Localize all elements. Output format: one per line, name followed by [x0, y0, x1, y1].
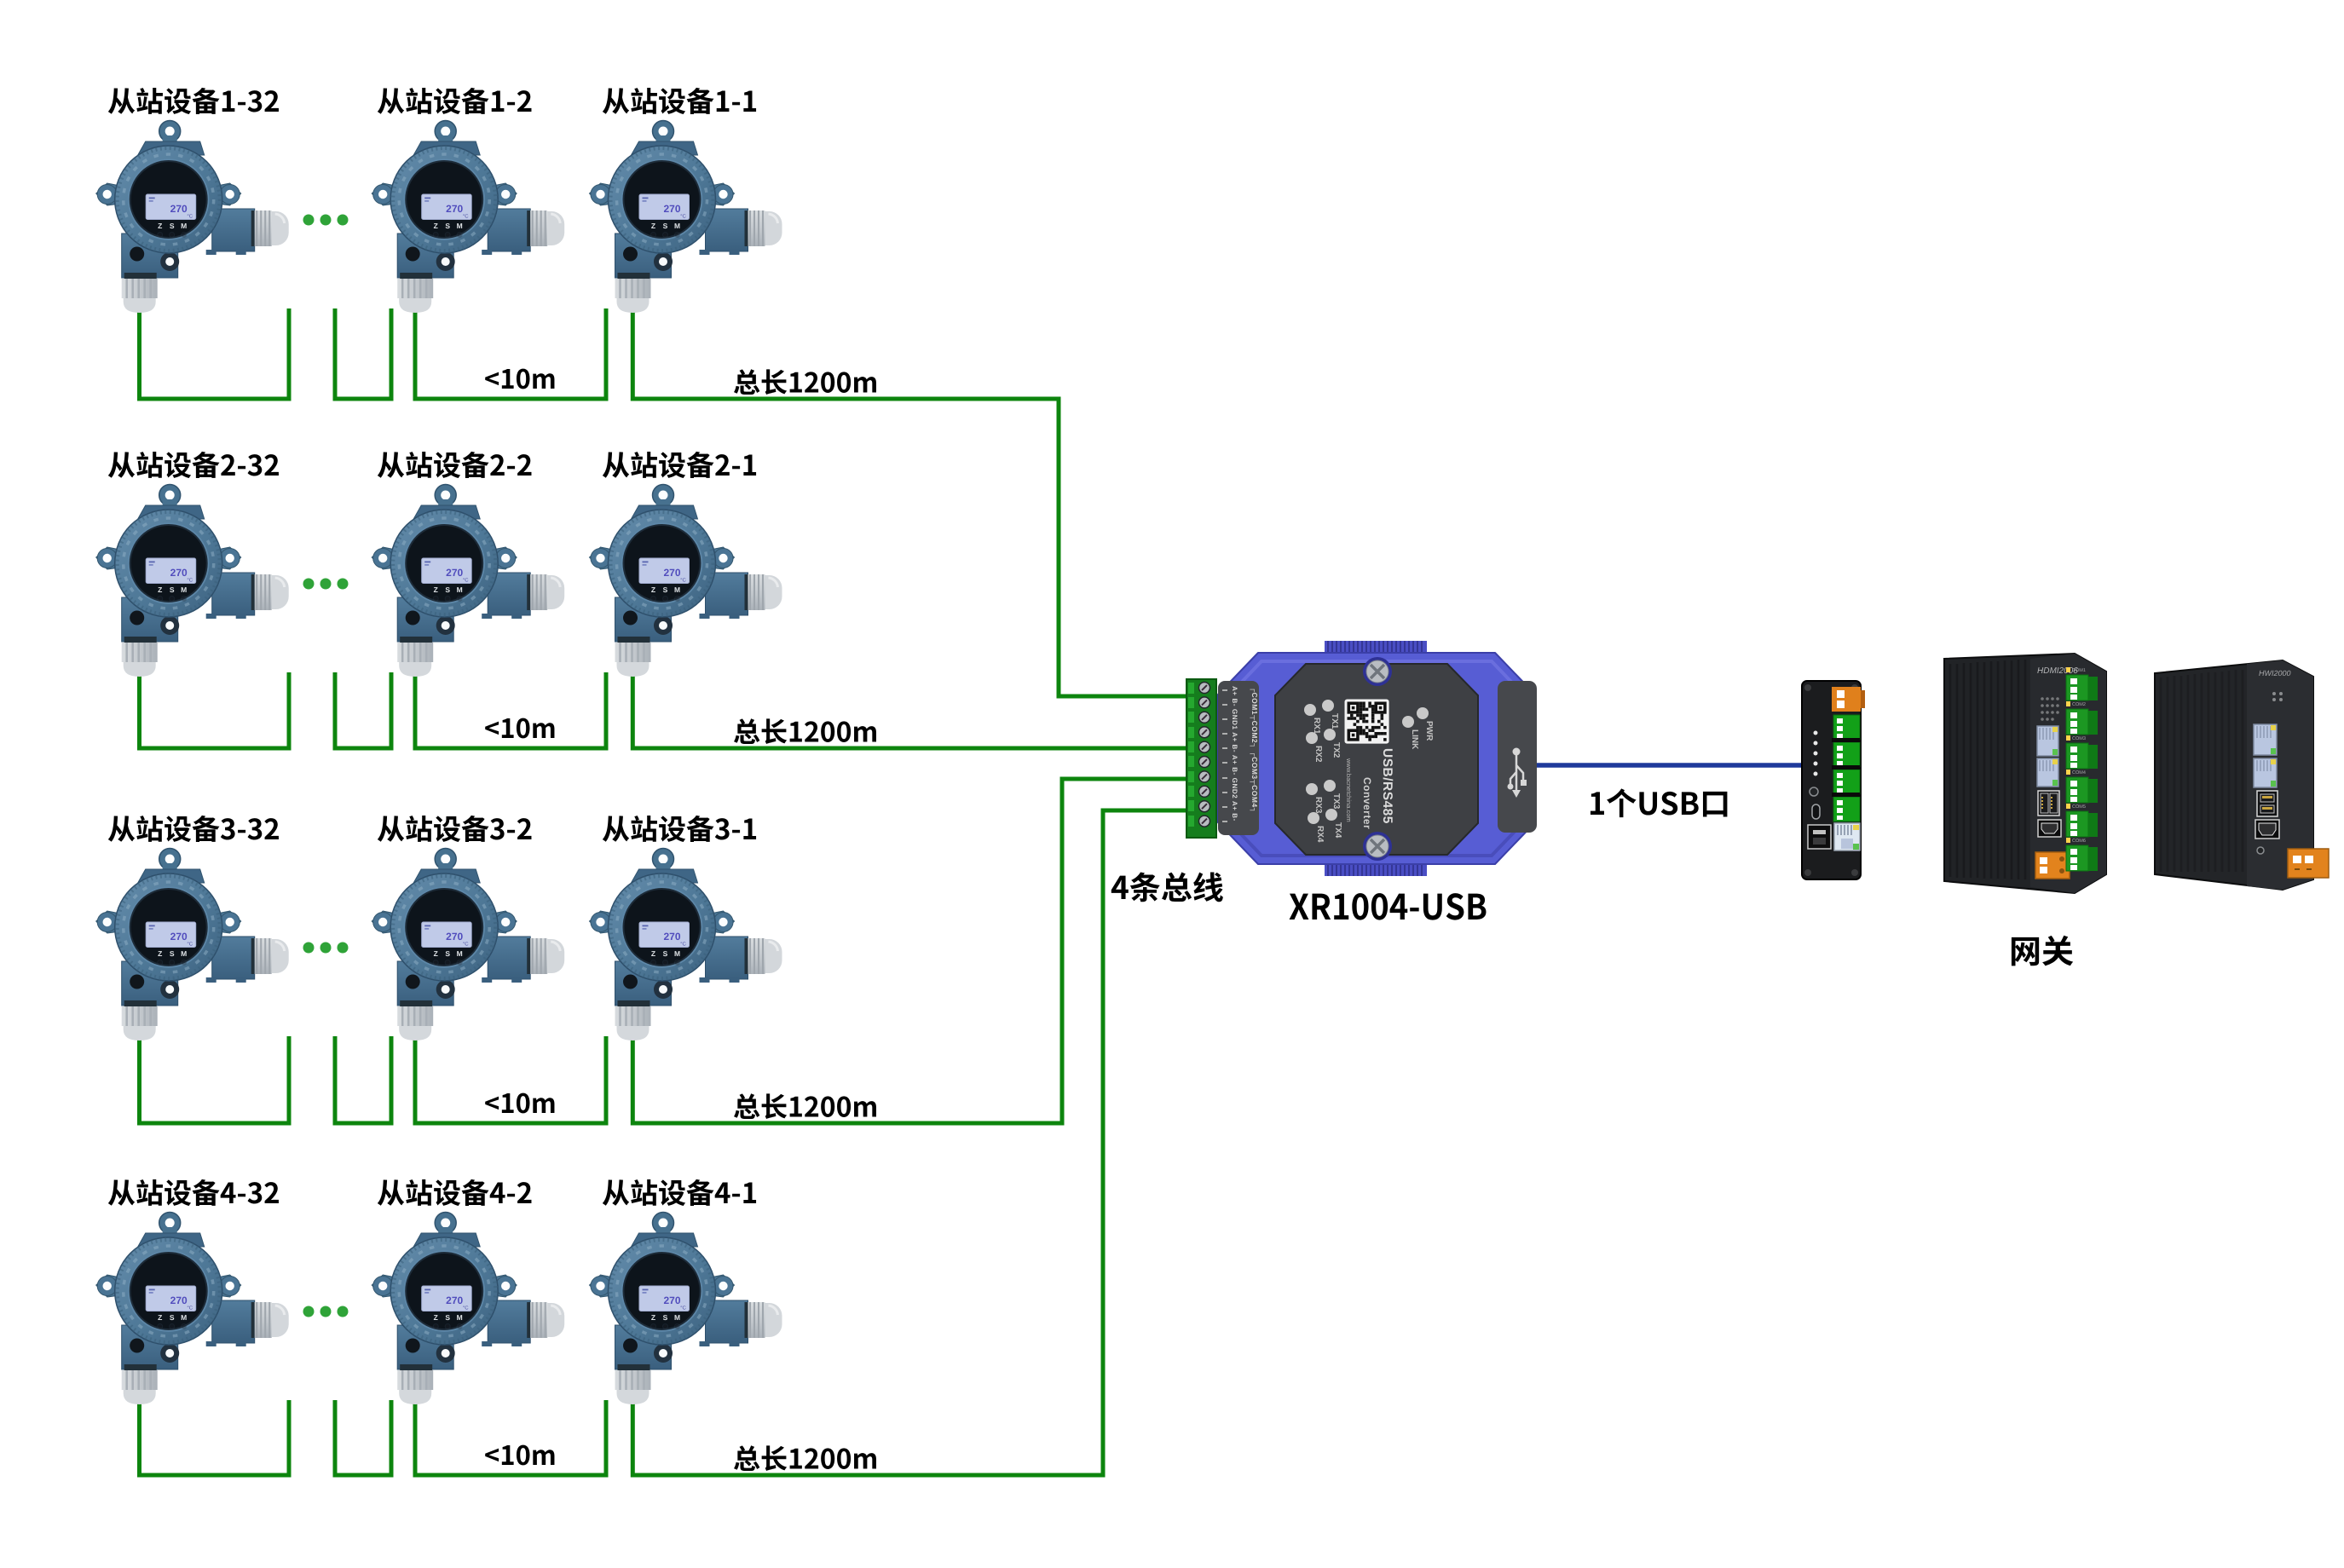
- svg-text:TX2: TX2: [1331, 742, 1341, 758]
- svg-text:RX1: RX1: [1312, 718, 1321, 735]
- svg-text:COM1: COM1: [2072, 668, 2086, 673]
- svg-text:A+ B- GND1 A+ B- A+ B- GN: A+ B- GND1 A+ B- A+ B- GND2 A+ B-: [1231, 686, 1238, 821]
- svg-text:TX3: TX3: [1331, 793, 1341, 810]
- svg-text:┌COM1┬COM2┐ ┌COM3┬COM4┐: ┌COM1┬COM2┐ ┌COM3┬COM4┐: [1250, 687, 1259, 813]
- svg-text:COM5: COM5: [2072, 804, 2086, 810]
- svg-text:RX4: RX4: [1315, 826, 1325, 843]
- svg-text:COM6: COM6: [2072, 839, 2086, 844]
- svg-text:COM2: COM2: [2072, 702, 2086, 707]
- svg-text:USB/RS485: USB/RS485: [1380, 748, 1394, 824]
- svg-text:HWI2000: HWI2000: [2259, 669, 2291, 677]
- svg-text:www.bacnetchina.com: www.bacnetchina.com: [1345, 758, 1353, 822]
- svg-text:RX3: RX3: [1313, 797, 1323, 814]
- svg-text:TX1: TX1: [1330, 713, 1339, 729]
- svg-text:RX2: RX2: [1313, 746, 1323, 763]
- svg-text:PWR: PWR: [1424, 721, 1434, 741]
- svg-text:COM3: COM3: [2072, 736, 2086, 741]
- svg-text:HDMI2006: HDMI2006: [2037, 666, 2078, 676]
- svg-text:Converter: Converter: [1361, 777, 1373, 829]
- svg-text:LINK: LINK: [1410, 729, 1419, 750]
- svg-text:TX4: TX4: [1333, 822, 1342, 839]
- svg-text:COM4: COM4: [2072, 770, 2086, 775]
